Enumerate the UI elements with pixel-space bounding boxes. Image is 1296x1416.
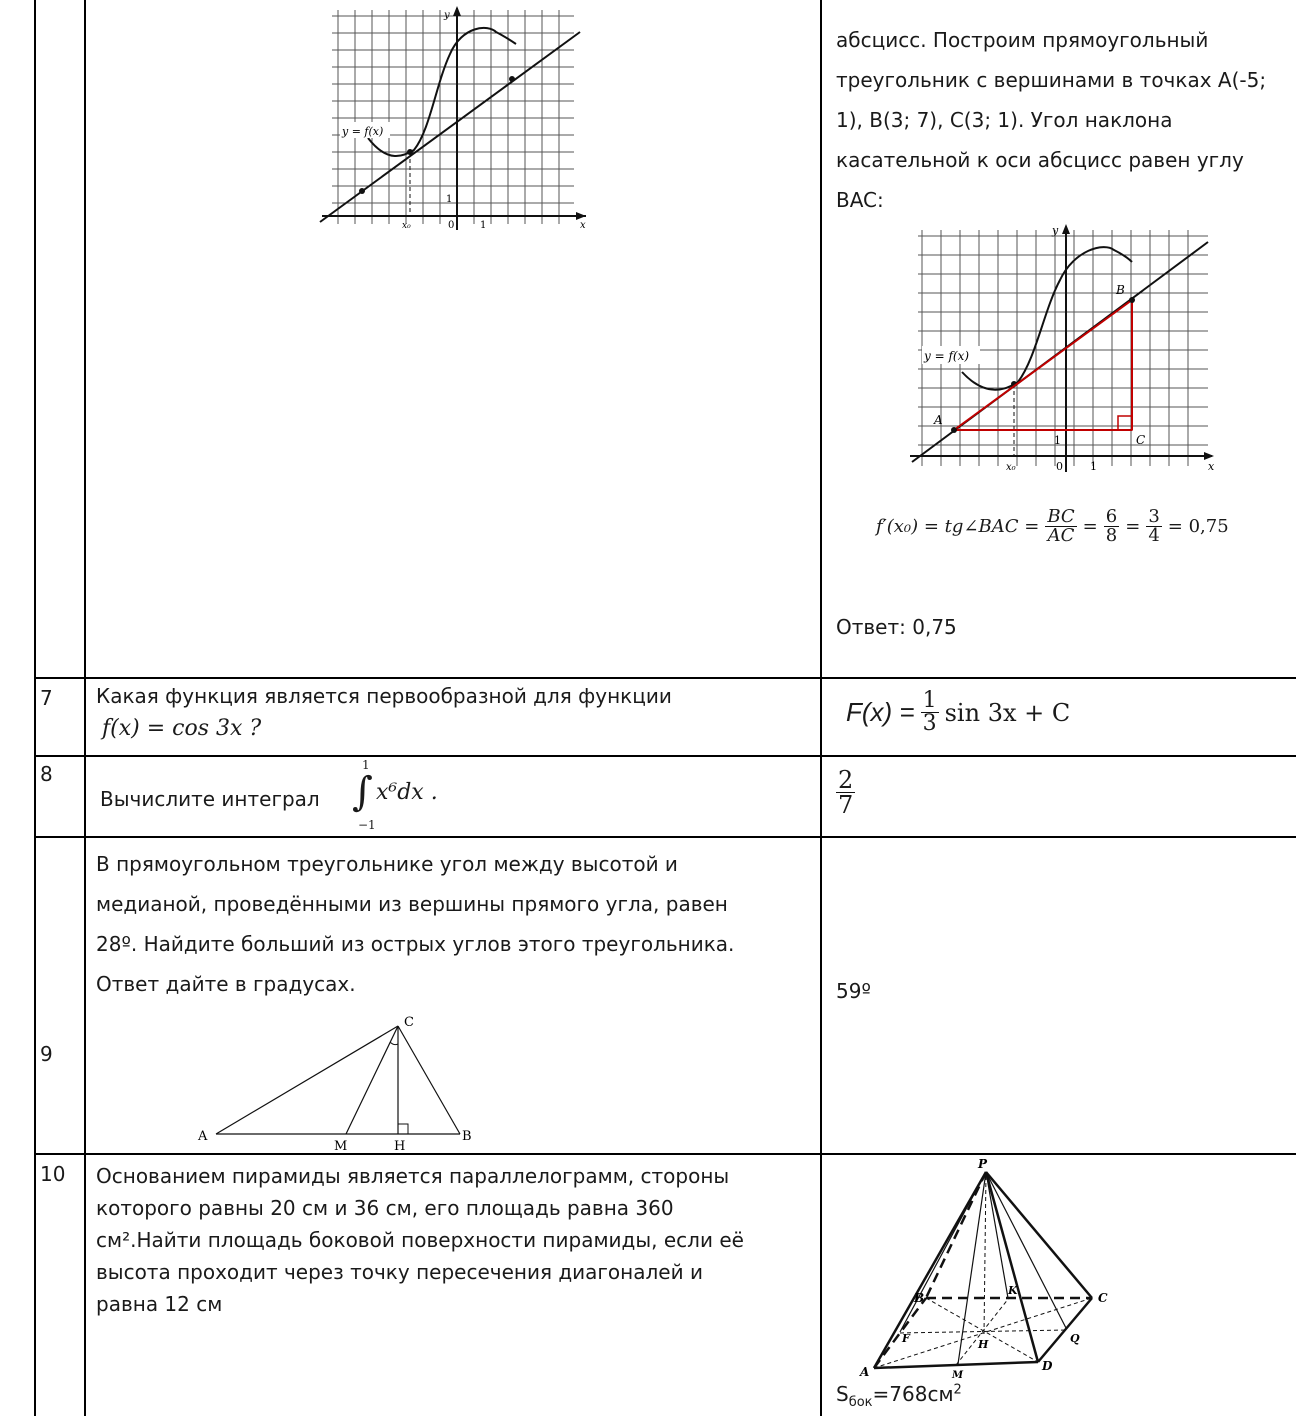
table-divider-number bbox=[84, 0, 86, 1416]
answer-explanation: абсцисс. Построим прямоугольный треуголь… bbox=[836, 28, 1267, 212]
unit-y-label: 1 bbox=[1054, 434, 1061, 447]
final-answer: Ответ: 0,75 bbox=[836, 615, 957, 639]
point-m-label: M bbox=[334, 1139, 347, 1154]
point-q-label: Q bbox=[1070, 1332, 1080, 1345]
row-number: 9 bbox=[40, 1042, 53, 1066]
question-text: Какая функция является первообразной для… bbox=[96, 684, 672, 708]
row-number: 8 bbox=[40, 762, 53, 786]
vertex-c-label: C bbox=[1098, 1291, 1108, 1305]
row-number: 7 bbox=[40, 686, 53, 710]
point-f-label: F bbox=[901, 1332, 911, 1345]
integral-expression: 1 ∫ −1 x⁶dx . bbox=[352, 758, 438, 832]
question-text: Вычислите интеграл bbox=[100, 787, 320, 811]
y-axis-label: y bbox=[443, 10, 450, 21]
question-text: Основанием пирамиды является параллелогр… bbox=[96, 1164, 744, 1316]
row-divider bbox=[34, 677, 1296, 679]
integral-answer: 2 7 bbox=[836, 766, 856, 819]
tangent-graph: y = f(x) y x x₀ 0 1 1 bbox=[319, 6, 586, 231]
unit-x-label: 1 bbox=[1090, 460, 1097, 473]
function-label: y = f(x) bbox=[341, 125, 383, 138]
question-formula: f(x) = cos 3x ? bbox=[102, 716, 262, 741]
point-b-label: B bbox=[1115, 283, 1125, 297]
row-number: 10 bbox=[40, 1162, 66, 1186]
surface-area-answer: Sбок=768см2 bbox=[836, 1382, 962, 1410]
function-label: y = f(x) bbox=[923, 349, 969, 363]
task-table bbox=[34, 0, 1296, 1416]
point-a-label: A bbox=[197, 1129, 208, 1144]
point-m-label: M bbox=[951, 1370, 964, 1380]
origin-label: 0 bbox=[448, 220, 454, 231]
pyramid-figure: P A B C D K H M Q F bbox=[859, 1157, 1108, 1380]
row-divider bbox=[34, 1153, 1296, 1155]
x0-label: x₀ bbox=[402, 221, 411, 231]
point-b-label: B bbox=[462, 1129, 472, 1144]
point-k-label: K bbox=[1007, 1284, 1018, 1297]
table-border-left bbox=[34, 0, 36, 1416]
origin-label: 0 bbox=[1056, 460, 1063, 473]
right-triangle-figure: A B C M H bbox=[197, 1015, 472, 1154]
row-divider bbox=[34, 836, 1296, 838]
vertex-d-label: D bbox=[1041, 1359, 1053, 1373]
angle-answer: 59º bbox=[836, 979, 871, 1003]
unit-y-label: 1 bbox=[446, 194, 452, 205]
table-divider-answer bbox=[820, 0, 822, 1416]
x0-label: x₀ bbox=[1006, 462, 1016, 473]
integral-sign: ∫ bbox=[352, 769, 373, 815]
triangle-graph: y = f(x) y x x₀ 0 1 1 A B C bbox=[910, 224, 1215, 473]
point-c-label: C bbox=[1136, 433, 1145, 447]
x-axis-label: x bbox=[1208, 460, 1215, 473]
x-axis-label: x bbox=[580, 220, 586, 231]
point-c-label: C bbox=[404, 1015, 414, 1030]
vertex-b-label: B bbox=[913, 1291, 924, 1305]
point-a-label: A bbox=[933, 413, 943, 427]
vertex-a-label: A bbox=[859, 1365, 869, 1379]
y-axis-label: y bbox=[1051, 224, 1059, 237]
question-text: В прямоугольном треугольнике угол между … bbox=[96, 852, 735, 996]
row-divider bbox=[34, 755, 1296, 757]
apex-p-label: P bbox=[977, 1157, 988, 1171]
point-h-label: H bbox=[977, 1338, 989, 1351]
unit-x-label: 1 bbox=[480, 220, 486, 231]
point-h-label: H bbox=[394, 1139, 405, 1154]
